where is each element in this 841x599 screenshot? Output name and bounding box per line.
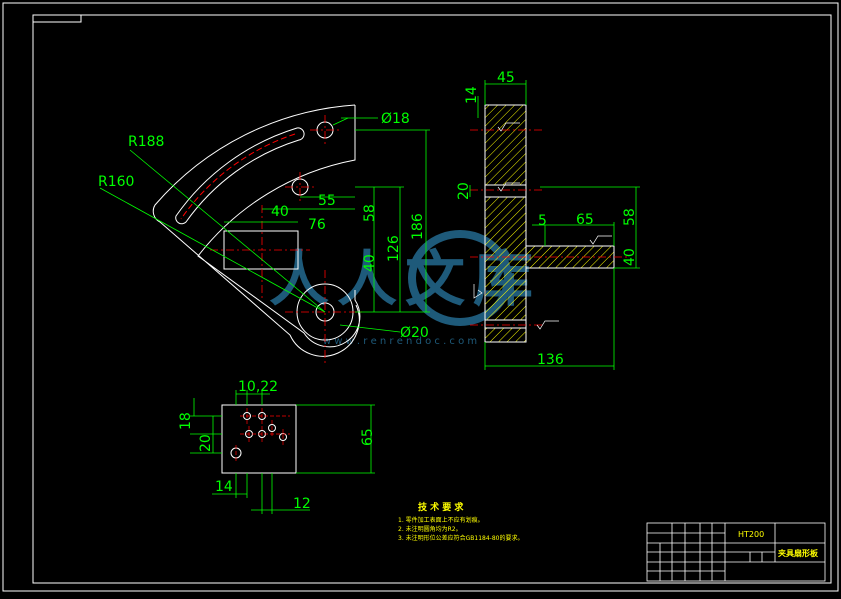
dim-76: 76 bbox=[308, 217, 326, 233]
front-dimension-lines bbox=[99, 117, 430, 333]
title-block-material: HT200 bbox=[738, 530, 764, 539]
dim-20: 20 bbox=[456, 182, 472, 200]
corner-tag bbox=[32, 14, 82, 23]
dim-40-side: 40 bbox=[622, 248, 638, 266]
dim-55: 55 bbox=[318, 193, 336, 209]
dim-65-vert: 65 bbox=[360, 428, 376, 446]
dim-45: 45 bbox=[497, 70, 515, 86]
dim-58-front: 58 bbox=[362, 204, 378, 222]
dim-136: 136 bbox=[537, 352, 564, 368]
side-view bbox=[484, 104, 615, 343]
title-block-text: HT200 夹具扇形板 bbox=[738, 530, 819, 558]
front-view bbox=[152, 104, 361, 357]
front-dimension-text: Ø18 R188 R160 55 40 76 58 40 126 186 Ø20 bbox=[98, 111, 429, 341]
technical-requirements: 技 术 要 求 1. 零件加工表面上不应有划痕。 2. 未注明圆角均为R2。 3… bbox=[398, 501, 523, 542]
bp-hole-6 bbox=[279, 433, 287, 441]
slot-centerline bbox=[180, 133, 296, 220]
dim-5: 5 bbox=[538, 213, 547, 229]
dim-14: 14 bbox=[464, 86, 480, 104]
bp-hole-3 bbox=[268, 424, 276, 432]
dim-14-horiz: 14 bbox=[215, 479, 233, 495]
bottom-plate-centerlines bbox=[235, 408, 290, 461]
dim-65: 65 bbox=[576, 212, 594, 228]
watermark-url: w w w . r e n r e n d o c . c o m bbox=[323, 336, 477, 347]
side-roughness-marks bbox=[473, 122, 612, 330]
side-web bbox=[484, 104, 527, 343]
dim-d20: Ø20 bbox=[400, 325, 429, 341]
dim-40-vert: 40 bbox=[362, 254, 378, 272]
side-dimension-lines bbox=[469, 80, 640, 370]
dim-40: 40 bbox=[271, 204, 289, 220]
side-hub-bottom-gap bbox=[484, 319, 527, 329]
front-centerlines bbox=[210, 115, 365, 365]
dim-18-vert: 18 bbox=[178, 412, 194, 430]
bottom-plate-dimension-lines bbox=[190, 390, 375, 514]
dim-10-22: 10,22 bbox=[238, 379, 278, 395]
fan-plate-outline bbox=[152, 104, 361, 357]
dim-186: 186 bbox=[410, 213, 426, 240]
dim-d18: Ø18 bbox=[381, 111, 410, 127]
side-hub-top-gap bbox=[484, 184, 527, 198]
dim-r160: R160 bbox=[98, 174, 134, 190]
tech-req-line-2: 2. 未注明圆角均为R2。 bbox=[398, 525, 462, 533]
bottom-plate-dimension-text: 10,22 18 20 65 14 12 bbox=[178, 379, 376, 512]
bottom-plate-view bbox=[221, 404, 297, 474]
tech-req-title: 技 术 要 求 bbox=[418, 501, 464, 513]
arc-slot bbox=[175, 127, 305, 225]
side-dimension-text: 45 14 20 5 65 58 40 136 bbox=[456, 70, 638, 368]
dim-20-vert: 20 bbox=[198, 434, 214, 452]
inner-border bbox=[32, 14, 832, 584]
title-block-part-name: 夹具扇形板 bbox=[778, 548, 819, 558]
dim-r188: R188 bbox=[128, 134, 164, 150]
dim-126: 126 bbox=[386, 235, 402, 262]
bottom-plate bbox=[221, 404, 297, 474]
dim-58-side: 58 bbox=[622, 208, 638, 226]
dim-12: 12 bbox=[293, 496, 311, 512]
tech-req-line-1: 1. 零件加工表面上不应有划痕。 bbox=[398, 516, 484, 524]
tech-req-line-3: 3. 未注明形位公差应符合GB1184-80的要求。 bbox=[398, 534, 523, 542]
title-block bbox=[646, 522, 826, 582]
side-centerlines bbox=[470, 129, 630, 326]
